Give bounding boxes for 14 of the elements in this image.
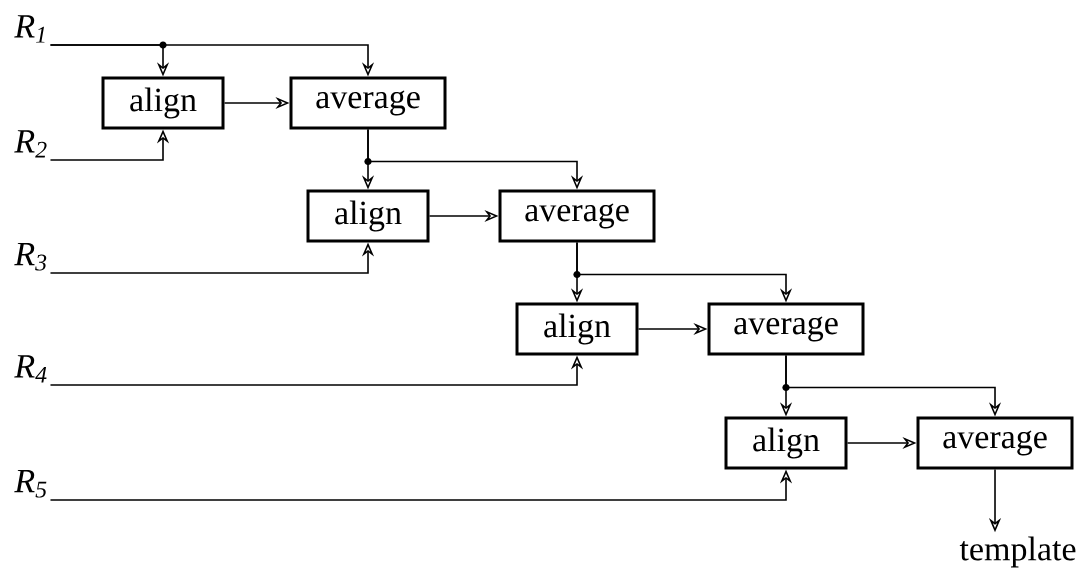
signal-label: R$_{2}$ bbox=[14, 130, 47, 158]
process-box: align bbox=[515, 302, 639, 356]
signal-label: R$_{4}$ bbox=[14, 355, 47, 383]
process-box: average bbox=[707, 302, 865, 356]
signal-label: R$_{3}$ bbox=[14, 242, 47, 271]
signal-label: R$_{1}$ bbox=[14, 15, 45, 43]
process-box: align bbox=[101, 76, 225, 130]
output-label: template bbox=[959, 536, 1076, 568]
process-box: align bbox=[724, 416, 848, 470]
signal-label: R$_{5}$ bbox=[14, 469, 47, 498]
process-box: average bbox=[916, 416, 1074, 470]
process-box: average bbox=[289, 76, 447, 130]
process-box: align bbox=[306, 189, 430, 243]
process-box: average bbox=[498, 189, 656, 243]
